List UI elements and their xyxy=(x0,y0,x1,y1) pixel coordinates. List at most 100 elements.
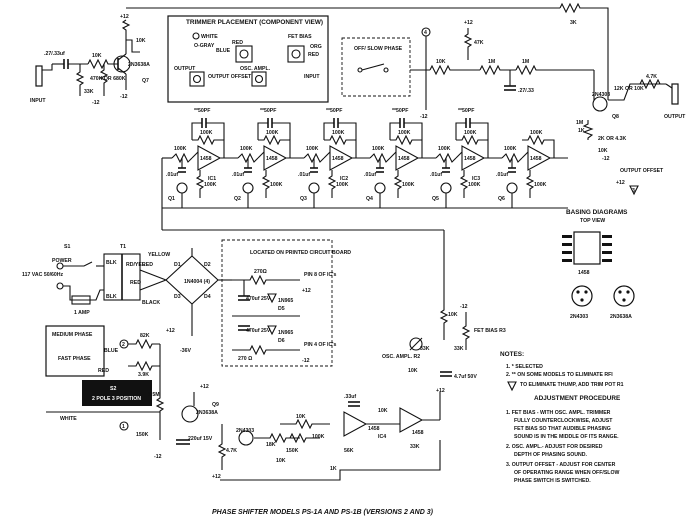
top-neg12: -12 xyxy=(420,114,428,120)
stage-4-opamp xyxy=(395,145,420,171)
stage-2-fet xyxy=(242,182,254,194)
stage-4-cap-wire-b xyxy=(404,122,423,140)
q7-neg12: -12 xyxy=(120,94,128,100)
stage-6-wire-a xyxy=(521,151,529,159)
stage-3-cap-wire-a xyxy=(323,122,334,140)
stage-3-ic-label: IC2 xyxy=(340,176,348,182)
legend-gray: O-GRAY xyxy=(194,43,215,49)
pnp-can xyxy=(613,285,635,307)
node-3: 3 xyxy=(632,188,635,194)
r-150k-label: 150K xyxy=(136,432,149,438)
trimmer-heading: TRIMMER PLACEMENT (COMPONENT VIEW) xyxy=(186,19,323,26)
stage-2-ic-part: 1458 xyxy=(266,156,278,162)
stage-2-opamp xyxy=(263,145,288,171)
note-2b: TO ELIMINATE THUMP, ADD TRIM POT R1 xyxy=(520,382,624,388)
pwr-pos12: +12 xyxy=(166,328,175,334)
osc-r33k-c: 33K xyxy=(410,444,420,450)
basing-diagrams: BASING DIAGRAMS TOP VIEW 1458 2N4303 2N3… xyxy=(562,209,635,320)
stage-4-rg-label: 100K xyxy=(402,182,415,188)
stage-3-wire-a xyxy=(323,151,331,159)
lfo-red-label: RED xyxy=(98,368,109,374)
blue-label: BLUE xyxy=(104,348,119,354)
q7-transistor xyxy=(113,55,131,73)
stage-1-rin-label: 100K xyxy=(174,146,187,152)
stage-3-cap-wire-b xyxy=(338,122,357,140)
stage-5-rin-label: 100K xyxy=(438,146,451,152)
stage-5-rg-label: 100K xyxy=(468,182,481,188)
proc-2b: DEPTH OF PHASING SOUND. xyxy=(514,452,587,458)
pcb-heading: LOCATED ON PRINTED CIRCUIT BOARD xyxy=(250,250,351,256)
stage-6-rfb xyxy=(522,134,555,158)
basing-heading: BASING DIAGRAMS xyxy=(566,209,628,216)
vac-label: 117 VAC 50/60Hz xyxy=(22,272,64,278)
osc-r33k-a: 33K xyxy=(420,346,430,352)
black-label: BLACK xyxy=(142,300,160,306)
schematic-title: PHASE SHIFTER MODELS PS-1A AND PS-1B (VE… xyxy=(212,509,434,516)
notes-heading: NOTES: xyxy=(500,351,524,358)
stage-1-q-label: Q1 xyxy=(168,196,175,202)
stage-5-rfb-label: 100K xyxy=(464,130,477,136)
node-1: 1 xyxy=(122,424,125,430)
z-a-label: 1N965 xyxy=(278,298,293,304)
q9-transistor xyxy=(181,405,199,423)
stage-4-q-label: Q4 xyxy=(366,196,373,202)
stage-3-ic-part: 1458 xyxy=(332,156,344,162)
stage-4-rfb xyxy=(390,134,423,158)
note-1: 1. * SELECTED xyxy=(506,364,543,370)
r-4-7k-label: 4.7K xyxy=(646,74,657,80)
t1-label: T1 xyxy=(120,244,126,250)
proc-1d: SOUND IS IN THE MIDDLE OF ITS RANGE. xyxy=(514,434,619,440)
proc-3c: PHASE SWITCH IS SWITCHED. xyxy=(514,478,591,484)
s2-label: S2 xyxy=(110,386,116,392)
stage-5-c-label: .01uf xyxy=(430,172,442,178)
lfo-r47k-label: 4.7K xyxy=(226,448,237,454)
trim-input: INPUT xyxy=(304,74,320,80)
lfo-r10k-b-label: 10K xyxy=(276,458,286,464)
basing-pnp-label: 2N3638A xyxy=(610,314,632,320)
trim-osc-label: OSC. AMPL. xyxy=(240,66,271,72)
stage-6-q-label: Q6 xyxy=(498,196,505,202)
stage-2-q-label: Q2 xyxy=(234,196,241,202)
node-4: 4 xyxy=(424,30,427,36)
lfo-neg12: -12 xyxy=(154,454,162,460)
osc-r100k-label: 100K xyxy=(312,434,325,440)
d2-label: D2 xyxy=(204,262,211,268)
out-offset-label: OUTPUT OFFSET xyxy=(620,168,664,174)
z-b-label: 1N965 xyxy=(278,330,293,336)
input-label: INPUT xyxy=(30,98,46,104)
trim-red: RED xyxy=(308,52,319,58)
pcb-box: LOCATED ON PRINTED CIRCUIT BOARD 270Ω PI… xyxy=(221,239,351,367)
r-150k-b-label: 150K xyxy=(286,448,299,454)
stage-5-ic-part: 1458 xyxy=(464,156,476,162)
q9-part: 2N3638A xyxy=(196,410,218,416)
r-39k-label: 3.9K xyxy=(138,372,149,378)
pwr-neg36: -36V xyxy=(180,348,191,354)
stage-2-rin-label: 100K xyxy=(240,146,253,152)
stage-5-ic-label: IC3 xyxy=(472,176,480,182)
ic-8pin-outline xyxy=(573,231,601,265)
stage-1-cap-wire-a xyxy=(191,122,202,140)
d5-label: D5 xyxy=(278,306,285,312)
q7-pos12: +12 xyxy=(120,14,129,20)
q10-fet xyxy=(238,430,254,446)
r-33k-label: 33K xyxy=(84,89,94,95)
osc-r10k-c: 10K xyxy=(378,408,388,414)
rdyel-label: RD/YEL xyxy=(126,262,146,268)
output-section: 2N4303 Q8 12K OR 10K 4.7K OUTPUT 1M 1K 2… xyxy=(560,69,686,196)
stage-4-cap-label: **50PF xyxy=(392,108,408,114)
stage-1-rg xyxy=(195,170,205,198)
r-1m-a-label: 1M xyxy=(488,59,495,65)
fuse xyxy=(71,295,91,305)
stage-5-rfb xyxy=(456,134,489,158)
legend-red: RED xyxy=(232,40,243,46)
diode-label: 1N4004 (4) xyxy=(184,279,210,285)
r-18k-label: 18K xyxy=(266,442,276,448)
blk-label-a: BLK xyxy=(106,260,117,266)
stage-5-wire-a xyxy=(455,151,463,159)
stage-1-ic-label: IC1 xyxy=(208,176,216,182)
stage-4-cap-wire-a xyxy=(389,122,400,140)
blk-label-b: BLK xyxy=(106,294,117,300)
trim-output-offset: OUTPUT OFFSET xyxy=(208,74,252,80)
ic4-opamp-a xyxy=(343,411,368,437)
adjust-heading: ADJUSTMENT PROCEDURE xyxy=(534,395,621,402)
